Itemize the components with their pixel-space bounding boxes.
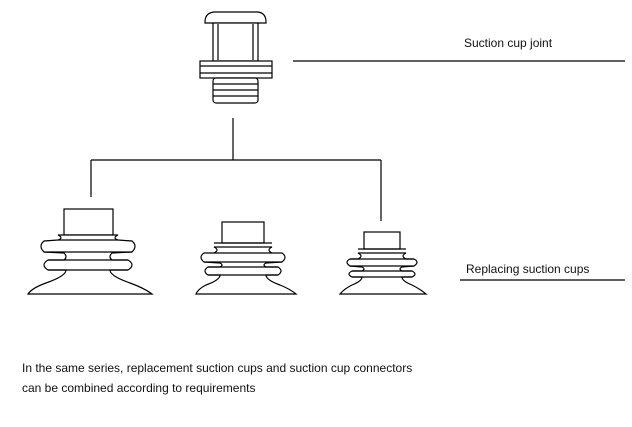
caption: In the same series, replacement suction … <box>22 358 412 398</box>
suction-cup-joint <box>199 11 273 104</box>
caption-line-2: can be combined according to requirement… <box>22 381 256 395</box>
replacing-suction-cups-label: Replacing suction cups <box>466 262 590 276</box>
suction-cup-small <box>338 231 428 295</box>
suction-cup-joint-label: Suction cup joint <box>464 36 553 50</box>
suction-cup-large <box>26 208 154 295</box>
branch-lines <box>90 118 382 221</box>
suction-cup-medium <box>195 221 298 295</box>
caption-line-1: In the same series, replacement suction … <box>22 361 413 375</box>
